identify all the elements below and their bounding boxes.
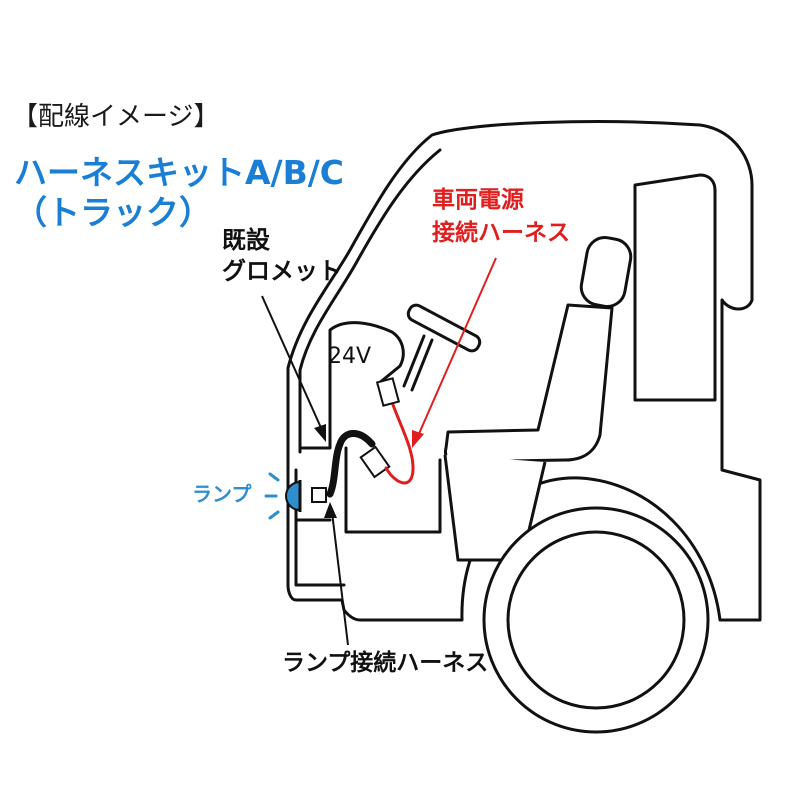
power-label-line: 車両電源 [432, 187, 524, 213]
lamp-harness-pointer [324, 502, 349, 646]
lamp-icon [264, 472, 302, 520]
lamp-harness-cable [326, 430, 376, 498]
power-label-line: 接続ハーネス [432, 220, 570, 247]
grommet-label-line: グロメット [222, 257, 342, 286]
seat-icon [443, 236, 633, 562]
power-connector [375, 377, 401, 407]
dashboard [300, 321, 405, 450]
wheel-icon [482, 506, 710, 734]
kit-title-line: ハーネスキットA/B/C [14, 153, 345, 192]
steering-wheel-icon [402, 303, 482, 392]
floor-cavity [344, 446, 442, 534]
vehicle-power-harness-label: 車両電源 接続ハーネス [432, 184, 570, 251]
side-window [633, 173, 717, 402]
cab-front-inner [298, 148, 442, 454]
kit-title: ハーネスキットA/B/C （トラック） [14, 153, 344, 234]
voltage-label: 24V [328, 344, 372, 369]
lamp-harness-label: ランプ接続ハーネス [282, 650, 489, 676]
lamp-label: ランプ [192, 482, 252, 506]
kit-subtitle-line: （トラック） [14, 193, 212, 233]
power-harness-pointer [412, 257, 497, 448]
lamp-connector [311, 487, 327, 503]
harness-junction-connector [359, 445, 391, 479]
grommet-label-line: 既設 [222, 226, 270, 254]
existing-grommet-label: 既設 グロメット [222, 225, 342, 287]
cab-outline [286, 120, 762, 622]
power-harness-cable [384, 400, 415, 485]
grommet-pointer [261, 295, 326, 442]
diagram-heading: 【配線イメージ】 [12, 102, 220, 132]
